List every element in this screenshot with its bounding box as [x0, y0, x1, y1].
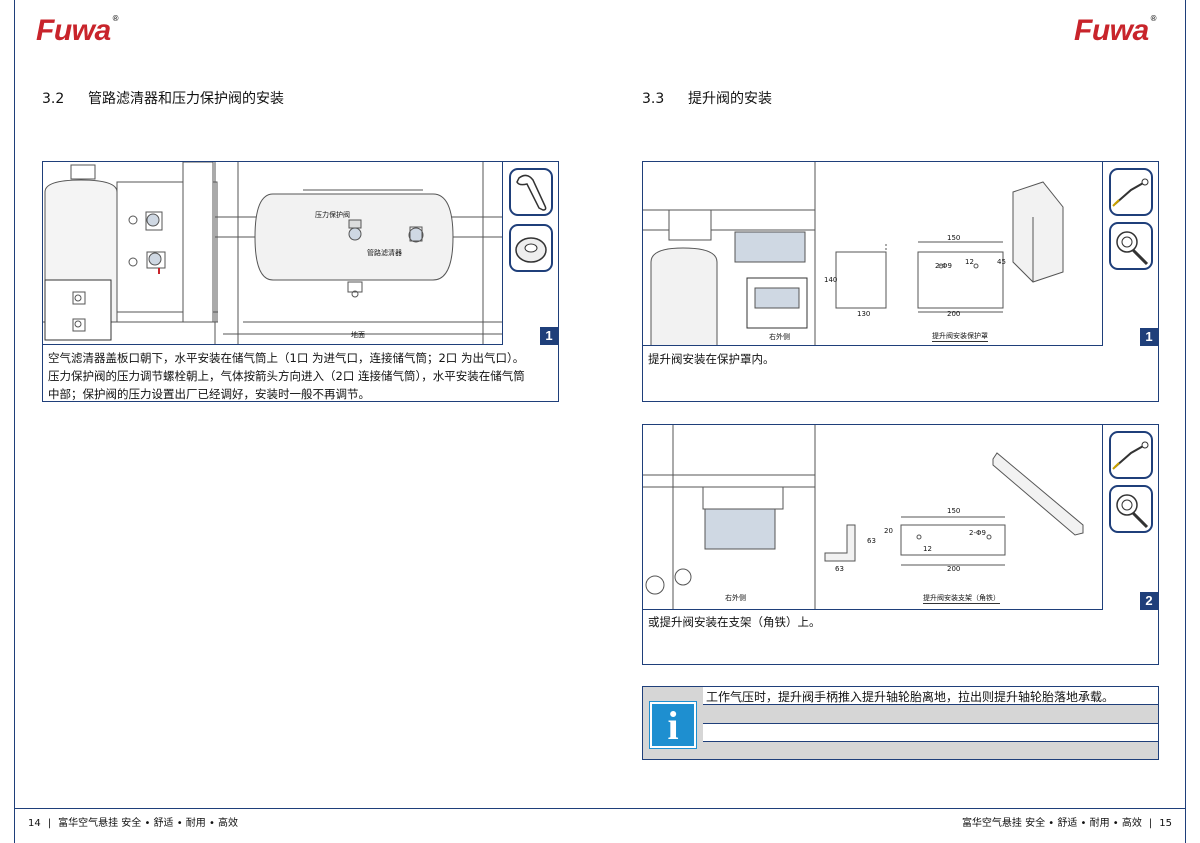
- tool-column: 2: [1102, 425, 1158, 610]
- label-outer-side: 右外侧: [769, 333, 790, 341]
- note-row: [703, 687, 1158, 705]
- dim-130: 130: [857, 310, 871, 318]
- dim-45: 45: [997, 258, 1006, 266]
- ring-spanner-icon: [1109, 485, 1153, 533]
- brand-logo-text: Fuwa: [1074, 14, 1149, 47]
- installation-illustration: 右外侧 150 2-Φ9 20 12 63 63 200 提升阀安装支架（角铁）: [643, 425, 1103, 610]
- installation-illustration: 右外侧 150 2-Φ9 12 45 140 130 200 提升阀安装保护罩: [643, 162, 1103, 346]
- footer-rule: [14, 808, 1186, 809]
- label-outer-side: 右外侧: [725, 594, 746, 602]
- wrench-icon: [509, 168, 553, 216]
- dim-63-height: 63: [867, 537, 876, 545]
- label-line-filter: 管路滤清器: [367, 249, 402, 257]
- dim-200: 200: [947, 310, 961, 318]
- dim-holes: 2-Φ9: [969, 529, 986, 537]
- info-note-box: i: [642, 686, 1159, 760]
- welding-torch-icon: [1109, 168, 1153, 216]
- tool-column: 1: [1102, 162, 1158, 346]
- note-row: [703, 724, 1158, 742]
- note-row: [703, 705, 1158, 724]
- drawing-title: 提升阀安装支架（角铁）: [923, 594, 1000, 604]
- section-title: 管路滤清器和压力保护阀的安装: [88, 91, 284, 107]
- footer-slogan: 富华空气悬挂 安全 • 舒适 • 耐用 • 高效: [58, 818, 239, 829]
- tool-column: 1: [502, 162, 558, 345]
- dim-150: 150: [947, 234, 961, 242]
- label-ground: 地面: [351, 331, 365, 339]
- footer-left: 14|富华空气悬挂 安全 • 舒适 • 耐用 • 高效: [28, 818, 239, 829]
- figure-box-filter-valve: 压力保护阀 管路滤清器 地面 1 空气滤清器盖板口朝下，水平安装在储气筒上（1口…: [42, 161, 559, 402]
- figure-caption: 或提升阀安装在支架（角铁）上。: [648, 615, 821, 629]
- label-pressure-valve: 压力保护阀: [315, 211, 350, 219]
- left-margin-line: [14, 0, 15, 843]
- dim-20: 20: [884, 527, 893, 535]
- right-margin-line: [1185, 0, 1186, 843]
- dim-140: 140: [824, 276, 838, 284]
- note-icon-panel: i: [643, 687, 703, 759]
- figure-box-protective-cover: 右外侧 150 2-Φ9 12 45 140 130 200 提升阀安装保护罩 …: [642, 161, 1159, 402]
- brand-logo-left: Fuwa®: [36, 14, 119, 47]
- welding-torch-icon: [1109, 431, 1153, 479]
- dim-holes: 2-Φ9: [935, 262, 952, 270]
- note-row: [703, 742, 1158, 759]
- figure-number: 2: [1140, 592, 1158, 610]
- installation-illustration: 压力保护阀 管路滤清器 地面: [43, 162, 503, 345]
- info-icon: i: [649, 701, 697, 749]
- cover-drawing: [643, 162, 1064, 345]
- drawing-title: 提升阀安装保护罩: [932, 332, 988, 342]
- bracket-drawing: [643, 425, 1084, 609]
- tank-drawing: [43, 162, 503, 344]
- brand-logo-text: Fuwa: [36, 14, 111, 47]
- footer-slogan: 富华空气悬挂 安全 • 舒适 • 耐用 • 高效: [961, 818, 1142, 829]
- dim-12: 12: [923, 545, 932, 553]
- ring-spanner-icon: [1109, 222, 1153, 270]
- dim-150: 150: [947, 507, 961, 515]
- footer-right: 富华空气悬挂 安全 • 舒适 • 耐用 • 高效|15: [961, 818, 1172, 829]
- dim-12: 12: [965, 258, 974, 266]
- dim-200: 200: [947, 565, 961, 573]
- figure-box-angle-bracket: 右外侧 150 2-Φ9 20 12 63 63 200 提升阀安装支架（角铁）…: [642, 424, 1159, 665]
- page-number: 15: [1159, 818, 1172, 829]
- brand-logo-right: Fuwa®: [1074, 14, 1157, 47]
- dim-63-width: 63: [835, 565, 844, 573]
- note-text: 工作气压时，提升阀手柄推入提升轴轮胎离地，拉出则提升轴轮胎落地承载。: [706, 690, 1115, 704]
- figure-number: 1: [1140, 328, 1158, 346]
- section-title: 提升阀的安装: [688, 91, 772, 107]
- figure-caption: 空气滤清器盖板口朝下，水平安装在储气筒上（1口 为进气口，连接储气筒；2口 为出…: [48, 351, 525, 401]
- figure-caption: 提升阀安装在保护罩内。: [648, 352, 775, 366]
- figure-number: 1: [540, 327, 558, 345]
- page-number: 14: [28, 818, 41, 829]
- thread-seal-tape-icon: [509, 224, 553, 272]
